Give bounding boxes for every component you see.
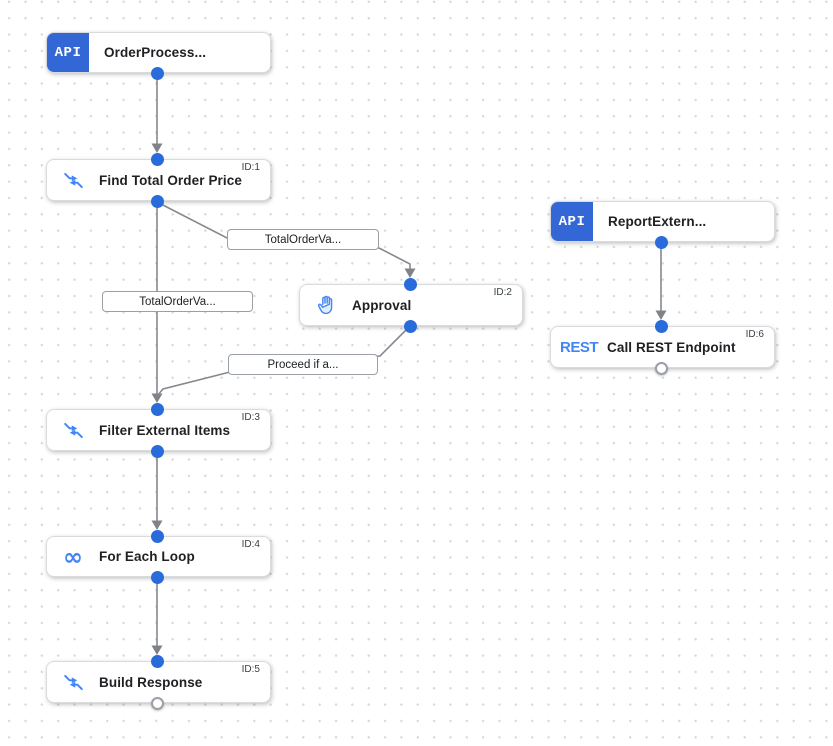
node-title: Call REST Endpoint — [607, 339, 736, 355]
node-title: OrderProcess... — [104, 45, 207, 60]
node-trigger-orderprocess[interactable]: API OrderProcess... — [46, 32, 271, 73]
port-out-build-response[interactable] — [150, 696, 164, 710]
rest-endpoint-icon: REST — [560, 338, 599, 356]
node-task-build-response[interactable]: Build Response ID:5 — [46, 661, 271, 703]
approval-hand-icon — [314, 293, 338, 317]
port-in-approval[interactable] — [403, 277, 417, 291]
api-trigger-icon: API — [47, 33, 89, 72]
node-title: Find Total Order Price — [99, 172, 242, 188]
node-title: Filter External Items — [99, 422, 231, 438]
port-in-call-rest-endpoint[interactable] — [654, 319, 668, 333]
port-out-filter-external-items[interactable] — [150, 444, 164, 458]
port-in-for-each-loop[interactable] — [150, 529, 164, 543]
node-id-label: ID:2 — [493, 287, 512, 298]
edge-label-proceed-if[interactable]: Proceed if a... — [228, 354, 378, 375]
port-in-build-response[interactable] — [150, 654, 164, 668]
data-mapping-icon — [61, 670, 85, 694]
port-out-approval[interactable] — [403, 319, 417, 333]
node-title: Approval — [352, 297, 412, 313]
edge-arrowhead — [151, 143, 163, 153]
edge-label-totalorderva-1[interactable]: TotalOrderVa... — [227, 229, 379, 250]
data-mapping-icon — [61, 418, 85, 442]
port-out-reportextern[interactable] — [654, 235, 668, 249]
node-id-label: ID:4 — [241, 539, 260, 550]
node-title: ReportExtern... — [608, 214, 707, 229]
edge-arrowhead — [404, 268, 416, 278]
for-each-loop-icon: ∞ — [63, 542, 83, 571]
edge-arrowhead — [151, 520, 163, 530]
edge-label-totalorderva-2[interactable]: TotalOrderVa... — [102, 291, 253, 312]
node-title: Build Response — [99, 674, 203, 690]
node-task-call-rest-endpoint[interactable]: REST Call REST Endpoint ID:6 — [550, 326, 775, 368]
port-out-orderprocess[interactable] — [150, 66, 164, 80]
node-id-label: ID:5 — [241, 664, 260, 675]
edge-arrowhead — [151, 645, 163, 655]
port-in-find-total-order-price[interactable] — [150, 152, 164, 166]
api-trigger-icon: API — [551, 202, 593, 241]
node-task-approval[interactable]: Approval ID:2 — [299, 284, 523, 326]
port-out-for-each-loop[interactable] — [150, 570, 164, 584]
edge-arrowhead — [151, 393, 163, 403]
edge-arrowhead — [655, 310, 667, 320]
port-in-filter-external-items[interactable] — [150, 402, 164, 416]
port-out-call-rest-endpoint[interactable] — [654, 361, 668, 375]
node-id-label: ID:3 — [241, 412, 260, 423]
node-id-label: ID:1 — [241, 162, 260, 173]
port-out-find-total-order-price[interactable] — [150, 194, 164, 208]
node-task-for-each-loop[interactable]: ∞ For Each Loop ID:4 — [46, 536, 271, 577]
data-mapping-icon — [61, 168, 85, 192]
edge[interactable] — [156, 201, 411, 269]
node-id-label: ID:6 — [745, 329, 764, 340]
node-title: For Each Loop — [99, 549, 195, 564]
